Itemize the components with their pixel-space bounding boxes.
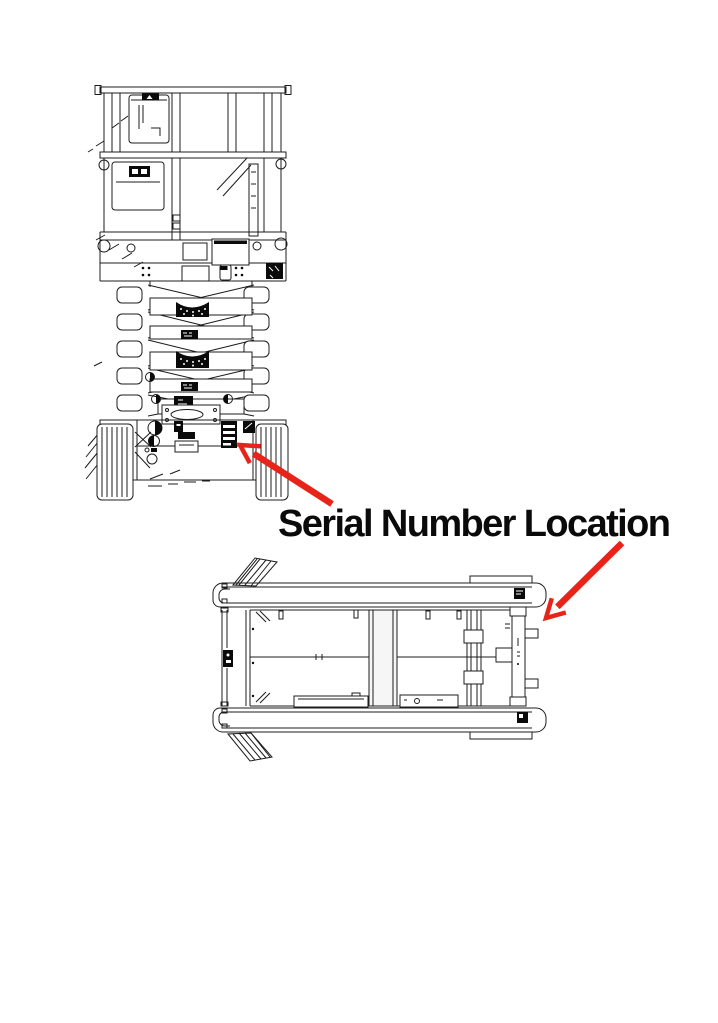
- ladder-hatch: [84, 432, 100, 480]
- arrowhead-icon: [542, 597, 567, 622]
- chassis-top-view: [212, 557, 547, 762]
- manual-storage-box: [111, 161, 165, 211]
- wheels: [96, 423, 289, 501]
- scissor-lift-front-view: [84, 85, 292, 501]
- serial-number-location-caption: Serial Number Location: [278, 503, 671, 545]
- platform-guardrails: [94, 85, 292, 240]
- arrow-shaft: [251, 450, 334, 507]
- ladder-hatch-top-left: [231, 557, 278, 587]
- serial-number-plate-front: [221, 421, 237, 448]
- frame-rail-bottom: [212, 707, 547, 740]
- platform-control-box: [128, 93, 170, 144]
- ladder-hatch-bottom-left: [226, 732, 273, 762]
- scissor-arms: [116, 281, 270, 425]
- serial-arrow-front-view: [236, 442, 334, 507]
- platform-deck: [97, 231, 288, 282]
- frame-rail-top: [212, 575, 547, 608]
- arrow-shaft: [555, 540, 625, 610]
- chassis-interior: [245, 609, 513, 708]
- frame-left-member: [220, 607, 233, 707]
- arrowhead-icon: [236, 442, 261, 465]
- serial-number-area-top-view: [495, 606, 539, 707]
- base-decals: [144, 420, 255, 465]
- serial-arrow-top-view: [542, 540, 625, 622]
